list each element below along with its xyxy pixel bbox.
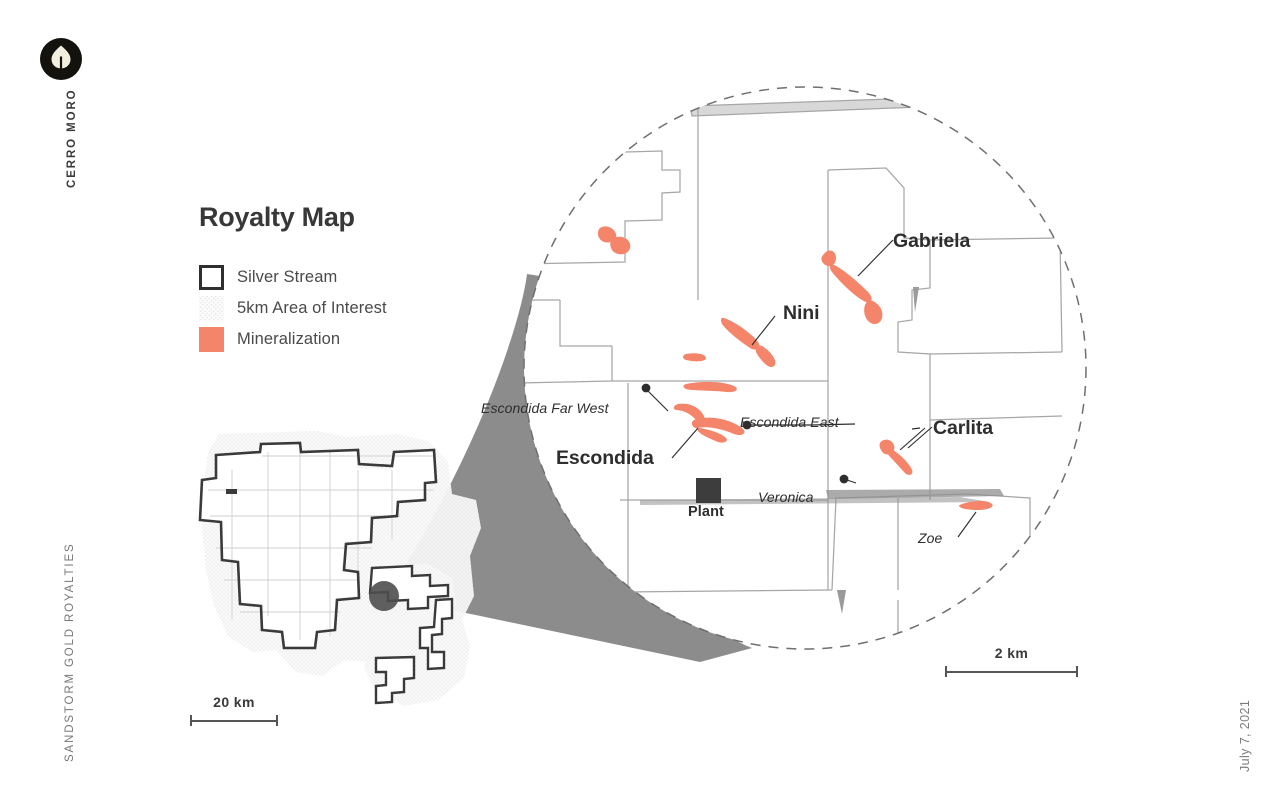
inset-silver-stream-outline [198,441,438,650]
legend-label-mineralization: Mineralization [237,330,341,348]
detail-circle-boundary [523,86,1087,650]
scalebar-detail-rule [945,666,1078,677]
parcel-sliver-c [826,489,1004,499]
scalebar-detail: 2 km [945,645,1078,677]
legend-label-area-of-interest: 5km Area of Interest [237,299,387,317]
scalebar-inset-label: 20 km [213,694,255,710]
legend-item-area-of-interest: 5km Area of Interest [199,293,387,324]
parcel-sliver-a [913,287,919,312]
parcel-sliver-b [837,590,846,614]
mineralization-swatch-icon [199,327,224,352]
map-label-plant: Plant [688,504,724,520]
map-label-nini: Nini [783,302,820,324]
map-label-escondida-far-west: Escondida Far West [481,400,609,416]
inset-claim-fill [200,443,436,646]
inset-regional-map [198,431,481,706]
map-label-escondida: Escondida [556,447,654,469]
legend-item-mineralization: Mineralization [199,324,387,355]
map-label-veronica: Veronica [758,489,814,505]
area-of-interest-swatch-icon [199,296,224,321]
inset-claim-block-b [418,597,454,671]
inset-notch-detail [226,489,237,494]
page-title: Royalty Map [199,202,355,232]
mineralization-veins [597,226,993,510]
detail-circle-contents [524,87,1086,649]
scalebar-inset: 20 km [190,694,278,726]
silver-stream-swatch-icon [199,265,224,290]
label-leader-lines [645,239,977,538]
plant-marker-icon [696,478,721,503]
zoom-origin-marker [369,581,399,611]
map-legend: Silver Stream 5km Area of Interest Miner… [199,262,387,355]
legend-label-silver-stream: Silver Stream [237,268,338,286]
map-label-gabriela: Gabriela [893,230,971,252]
inset-parcel-lines [208,448,434,640]
label-anchor-dots [641,383,849,484]
inset-claim-block-c [374,655,416,705]
map-label-zoe: Zoe [918,530,943,546]
sandstorm-droplet-logo-icon [38,36,84,82]
scalebar-detail-label: 2 km [994,645,1029,661]
map-label-escondida-east: Escondida East [740,414,839,430]
scalebar-inset-rule [190,715,278,726]
map-label-carlita: Carlita [933,417,993,439]
legend-item-silver-stream: Silver Stream [199,262,387,293]
parcel-sliver-d [640,497,990,505]
